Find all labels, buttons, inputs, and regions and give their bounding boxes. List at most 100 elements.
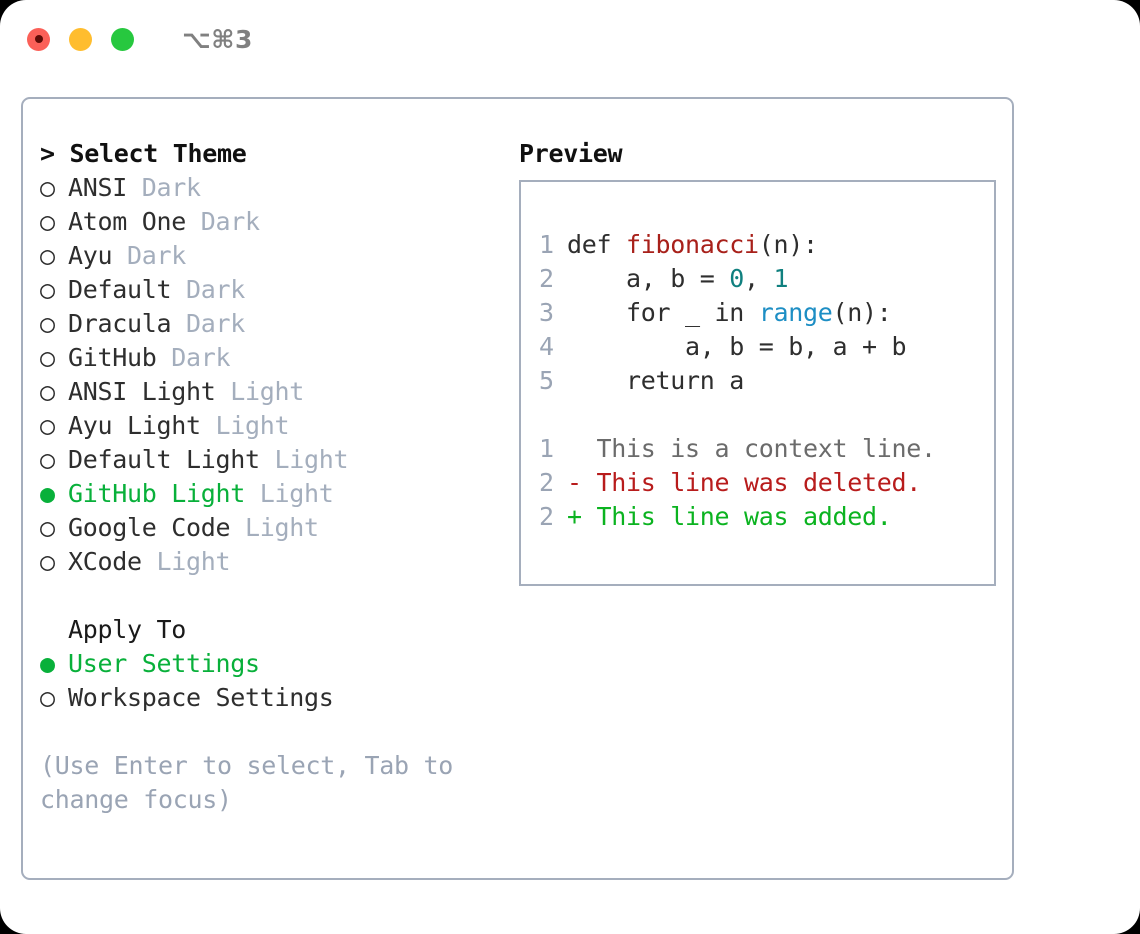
radio-unselected-icon: ○ (40, 513, 55, 542)
line-number: 2 (539, 264, 554, 293)
radio-unselected-icon: ○ (40, 683, 55, 712)
theme-option-label: Default Light (68, 445, 260, 474)
line-number: 1 (539, 230, 554, 259)
diff-marker: + (567, 502, 597, 531)
theme-option[interactable]: ○ Atom One Dark (40, 205, 502, 239)
theme-option[interactable]: ○ Google Code Light (40, 511, 502, 545)
theme-option-tag: Light (259, 445, 349, 474)
preview-heading: Preview (519, 139, 623, 168)
theme-option-tag: Light (200, 411, 290, 440)
theme-option-label: GitHub (68, 343, 157, 372)
theme-option-label: XCode (68, 547, 142, 576)
theme-option[interactable]: ○ ANSI Dark (40, 171, 502, 205)
theme-option-tag: Dark (156, 343, 231, 372)
diff-marker: - (567, 468, 597, 497)
close-button-icon[interactable] (27, 27, 50, 51)
apply-to-list[interactable]: ●User Settings○ Workspace Settings (40, 647, 502, 715)
select-theme-heading: > Select Theme (40, 139, 247, 168)
radio-unselected-icon: ○ (40, 173, 55, 202)
code-line: 4 a, b = b, a + b (539, 330, 994, 364)
theme-option-label: ANSI Light (68, 377, 216, 406)
code-token: 1 (773, 264, 789, 293)
theme-option-label: Google Code (68, 513, 231, 542)
radio-unselected-icon: ○ (40, 241, 55, 270)
theme-option-tag: Light (245, 479, 334, 508)
code-line: 3 for _ in range(n): (539, 296, 994, 330)
zoom-button-icon[interactable] (111, 27, 134, 51)
theme-option[interactable]: ○ GitHub Dark (40, 341, 502, 375)
theme-option-tag: Light (215, 377, 305, 406)
hint-spacer (40, 715, 502, 749)
code-token: 0 (729, 264, 745, 293)
theme-list[interactable]: ○ANSI Dark○Atom One Dark○Ayu Dark○Defaul… (40, 171, 502, 579)
diff-text: This line was deleted. (596, 468, 922, 497)
code-line: 2 a, b = 0, 1 (539, 262, 994, 296)
theme-option-label: Default (68, 275, 172, 304)
code-token: return a (567, 366, 745, 395)
theme-option[interactable]: ○ Dracula Dark (40, 307, 502, 341)
radio-unselected-icon: ○ (40, 275, 55, 304)
theme-option[interactable]: ○ Ayu Dark (40, 239, 502, 273)
radio-unselected-icon: ○ (40, 343, 55, 372)
theme-option-tag: Dark (127, 173, 201, 202)
diff-line: 2+ This line was added. (539, 500, 994, 534)
theme-option-tag: Light (230, 513, 319, 542)
apply-to-option-label: User Settings (68, 649, 260, 678)
diff-line: 2- This line was deleted. (539, 466, 994, 500)
minimize-button-icon[interactable] (69, 27, 92, 51)
theme-option[interactable]: ○Ayu Light Light (40, 409, 502, 443)
line-number: 5 (539, 366, 554, 395)
code-line: 5 return a (539, 364, 994, 398)
theme-option-label: Dracula (68, 309, 172, 338)
theme-option[interactable]: ○ Default Dark (40, 273, 502, 307)
theme-option-tag: Dark (186, 207, 260, 236)
theme-option-tag: Light (141, 547, 231, 576)
radio-unselected-icon: ○ (40, 377, 55, 406)
traffic-light-group (27, 27, 134, 51)
theme-option-tag: Dark (171, 275, 246, 304)
theme-option[interactable]: ● GitHub Light Light (40, 477, 502, 511)
main-panel: > Select Theme ○ANSI Dark○Atom One Dark○… (21, 97, 1014, 880)
theme-option-tag: Dark (112, 241, 187, 270)
diff-marker (567, 434, 597, 463)
code-token: fibonacci (626, 230, 759, 259)
code-token: a, b = b, a + b (567, 332, 907, 361)
apply-to-option-label: Workspace Settings (68, 683, 334, 712)
diff-text: This is a context line. (596, 434, 937, 463)
theme-option[interactable]: ○ ANSI Light Light (40, 375, 502, 409)
theme-option[interactable]: ○ XCode Light (40, 545, 502, 579)
list-spacer (40, 579, 502, 613)
keyboard-shortcut-label: ⌥⌘3 (182, 24, 253, 54)
theme-option-tag: Dark (171, 309, 246, 338)
theme-option-label: Atom One (68, 207, 187, 236)
apply-to-heading: Apply To (68, 615, 187, 644)
theme-option-label: Ayu Light (68, 411, 201, 440)
line-number: 2 (539, 468, 554, 497)
line-number: 1 (539, 434, 554, 463)
theme-option-label: Ayu (68, 241, 113, 270)
apply-to-option[interactable]: ○ Workspace Settings (40, 681, 502, 715)
diff-snippet: 1 This is a context line. 2- This line wa… (539, 432, 994, 534)
apply-to-option[interactable]: ●User Settings (40, 647, 502, 681)
code-token: , (744, 264, 774, 293)
code-token: (n): (758, 230, 818, 259)
radio-unselected-icon: ○ (40, 309, 55, 338)
line-number: 4 (539, 332, 554, 361)
code-diff-separator (539, 398, 994, 432)
radio-unselected-icon: ○ (40, 547, 55, 576)
theme-option[interactable]: ○Default Light Light (40, 443, 502, 477)
radio-unselected-icon: ○ (40, 207, 55, 236)
keyboard-hint-text: (Use Enter to select, Tab to change focu… (40, 751, 454, 814)
theme-option-label: ANSI (68, 173, 128, 202)
code-token: a, b = (567, 264, 730, 293)
title-bar: ⌥⌘3 (0, 0, 1140, 78)
theme-option-label: GitHub Light (68, 479, 246, 508)
code-token: (n): (832, 298, 892, 327)
radio-selected-icon: ● (40, 479, 55, 508)
theme-selector-column: > Select Theme ○ANSI Dark○Atom One Dark○… (40, 137, 502, 860)
